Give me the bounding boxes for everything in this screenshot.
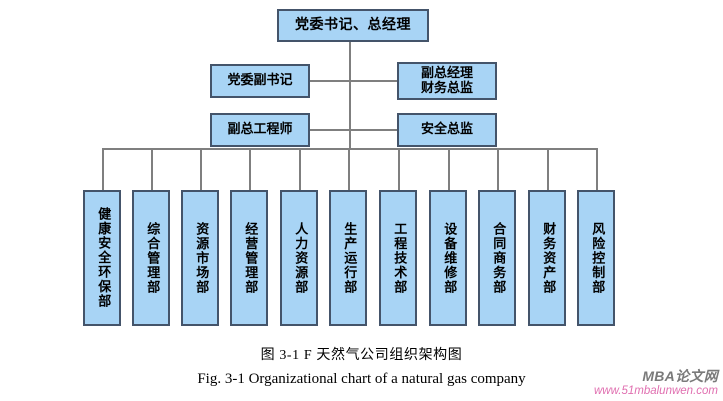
node-safety-director[interactable]: 安全总监: [397, 113, 497, 147]
level2-row2-connector: [309, 129, 397, 131]
figure-caption-english: Fig. 3-1 Organizational chart of a natur…: [197, 371, 526, 387]
node-label: 健康安全环保部: [95, 207, 111, 309]
dept-drop-line: [398, 148, 400, 190]
node-deputy-party-secretary[interactable]: 党委副书记: [210, 64, 310, 98]
node-label-line2: 财务总监: [420, 81, 473, 96]
dept-human-resources[interactable]: 人力资源部: [280, 190, 318, 326]
node-label: 党委书记、总经理: [295, 16, 411, 33]
node-label: 副总工程师: [227, 121, 293, 137]
figure-caption-chinese: 图 3-1 F 天然气公司组织架构图: [260, 348, 463, 363]
node-general-manager[interactable]: 党委书记、总经理: [277, 9, 429, 42]
node-label: 党委副书记: [227, 72, 293, 88]
dept-equipment-maintenance[interactable]: 设备维修部: [429, 190, 467, 326]
dept-drop-line: [596, 148, 598, 190]
node-label: 设备维修部: [441, 221, 457, 295]
node-label: 生产运行部: [341, 221, 357, 295]
dept-drop-line: [448, 148, 450, 190]
dept-risk-control[interactable]: 风险控制部: [577, 190, 615, 326]
dept-contract-business[interactable]: 合同商务部: [478, 190, 516, 326]
trunk-vertical-line: [349, 42, 351, 149]
node-label: 人力资源部: [292, 221, 308, 295]
dept-drop-line: [497, 148, 499, 190]
node-label: 经营管理部: [242, 221, 258, 295]
dept-drop-line: [249, 148, 251, 190]
node-label: 合同商务部: [490, 221, 506, 295]
node-label: 工程技术部: [391, 221, 407, 295]
dept-drop-line: [348, 148, 350, 190]
dept-drop-line: [547, 148, 549, 190]
dept-drop-line: [151, 148, 153, 190]
node-deputy-gm-cfo[interactable]: 副总经理 财务总监: [397, 62, 497, 100]
node-label: 资源市场部: [193, 221, 209, 295]
dept-drop-line: [102, 148, 104, 190]
level2-row1-connector: [309, 80, 397, 82]
node-label-line1: 副总经理: [420, 65, 473, 81]
dept-resource-market[interactable]: 资源市场部: [181, 190, 219, 326]
dept-drop-line: [200, 148, 202, 190]
watermark: MBA论文网 www.51mbalunwen.com: [593, 367, 718, 399]
dept-health-safety-environment[interactable]: 健康安全环保部: [83, 190, 121, 326]
node-label: 财务资产部: [540, 221, 556, 295]
node-label: 风险控制部: [589, 221, 605, 295]
node-deputy-chief-engineer[interactable]: 副总工程师: [210, 113, 310, 147]
dept-finance-assets[interactable]: 财务资产部: [528, 190, 566, 326]
watermark-brand: MBA论文网: [642, 367, 718, 384]
dept-general-management[interactable]: 综合管理部: [132, 190, 170, 326]
node-label: 安全总监: [420, 121, 473, 137]
node-label: 综合管理部: [144, 221, 160, 295]
dept-drop-line: [299, 148, 301, 190]
dept-engineering-technology[interactable]: 工程技术部: [379, 190, 417, 326]
dept-business-management[interactable]: 经营管理部: [230, 190, 268, 326]
watermark-url: www.51mbalunwen.com: [593, 385, 718, 398]
dept-production-operations[interactable]: 生产运行部: [329, 190, 367, 326]
